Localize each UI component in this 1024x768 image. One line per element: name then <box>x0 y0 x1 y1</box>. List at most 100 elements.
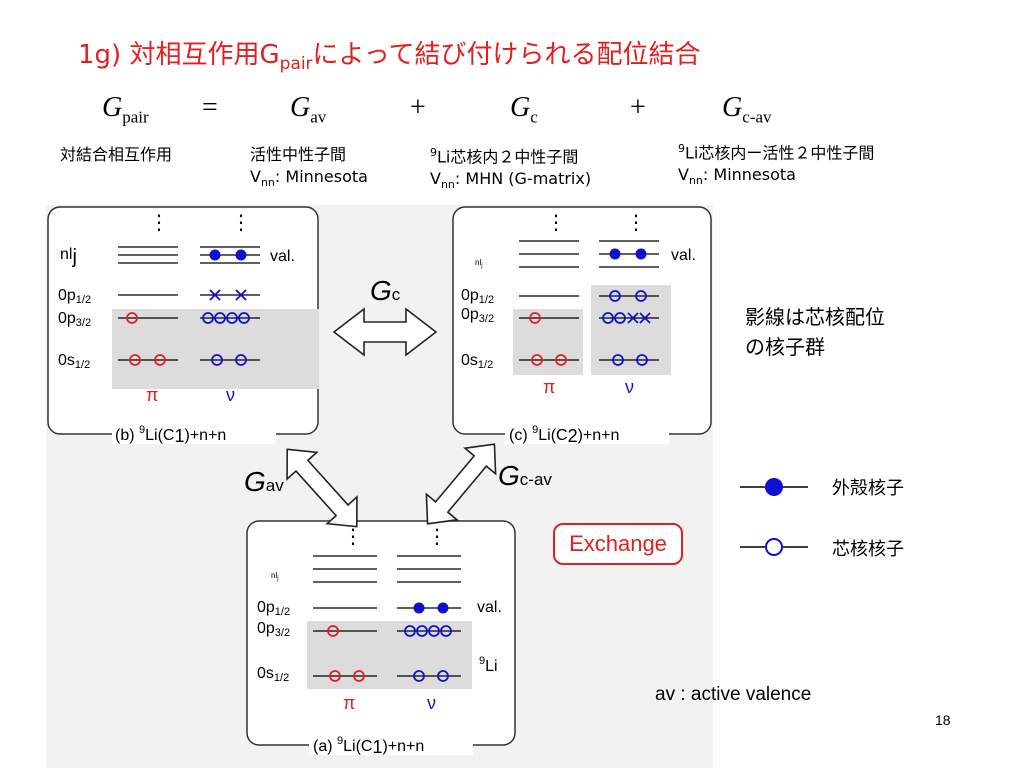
eq-symbol: G <box>102 92 123 123</box>
panel-a: ⋮ ⋮ nlj 0p1/2 val. 0p3/2 0s1/2 9Li π ν (… <box>246 520 516 757</box>
label-val: val. <box>270 248 295 265</box>
eq-symbol: G <box>722 92 743 123</box>
v-symbol: V <box>678 165 689 185</box>
label-gcav: Gc-av <box>498 460 552 491</box>
desc-av-line1: 活性中性子間 <box>250 145 347 164</box>
core-shade-pi <box>513 309 583 375</box>
label-pi: π <box>146 385 158 405</box>
v-symbol: V <box>250 167 261 186</box>
arrow-gav <box>286 448 358 528</box>
label-0s12: 0s1/2 <box>257 665 289 684</box>
exchange-box: Exchange <box>553 523 683 565</box>
label-0s12: 0s1/2 <box>461 352 493 371</box>
arrow-gc <box>332 307 438 357</box>
shade-note: 影線は芯核配位 の核子群 <box>745 302 885 362</box>
label-nu: ν <box>427 693 436 713</box>
desc-sup: 9 <box>430 146 437 159</box>
valence-neutron <box>437 602 449 614</box>
eq-symbol: G <box>290 92 311 123</box>
label-0p12: 0p1/2 <box>257 599 290 618</box>
arrow-gcav <box>425 443 497 525</box>
eq-subscript: c <box>530 107 538 127</box>
desc-pair: 対結合相互作用 <box>60 145 173 164</box>
title-subscript: pair <box>279 54 313 75</box>
v-text: : Minnesota <box>702 165 796 185</box>
label-0p12: 0p1/2 <box>58 287 91 306</box>
eq-plus-1: + <box>410 92 426 123</box>
v-subscript: nn <box>260 176 275 190</box>
label-0p32: 0p3/2 <box>461 306 494 325</box>
legend-valence-label: 外殻核子 <box>832 478 904 499</box>
label-0p32: 0p3/2 <box>58 310 91 329</box>
panel-c: ⋮ ⋮ nlj val. 0p1/2 0p3/2 0s1/2 π ν <box>452 206 712 446</box>
v-text: : Minnesota <box>274 167 368 186</box>
panel-a-caption: (a) 9Li(C1)+n+n <box>313 735 424 757</box>
dots-nu: ⋮ <box>626 212 646 234</box>
eq-symbol: G <box>510 92 531 123</box>
label-0s12: 0s1/2 <box>58 352 90 371</box>
core-shade <box>112 309 319 389</box>
upper-levels <box>118 246 260 264</box>
valence-neutron <box>235 249 247 261</box>
desc-av-line2: Vnn: Minnesota <box>250 166 368 194</box>
label-pi: π <box>543 377 555 397</box>
label-nu: ν <box>226 385 235 405</box>
legend-core-icon <box>765 538 783 556</box>
desc-cav-line1: 9Li芯核内ー活性２中性子間 <box>678 138 874 164</box>
panel-b-caption: (b) 9Li(C1)+n+n <box>115 424 226 446</box>
hole-crosses <box>209 289 247 301</box>
eq-g-c: Gc <box>510 92 538 128</box>
title-rest: によって結び付けられる配位結合 <box>312 40 701 70</box>
desc-sup: 9 <box>678 142 685 155</box>
label-nu: ν <box>625 377 634 397</box>
desc-c-line1: 9Li芯核内２中性子間 <box>430 142 591 168</box>
title-text: 1g) 対相互作用G <box>78 40 280 70</box>
eq-g-pair: Gpair <box>102 92 149 128</box>
legend-valence-icon <box>765 478 783 496</box>
v-subscript: nn <box>440 178 455 192</box>
dots-pi: ⋮ <box>343 526 363 548</box>
label-nlj: nlj <box>271 571 279 582</box>
shade-note-line1: 影線は芯核配位 <box>745 305 885 329</box>
label-nlj: nlj <box>60 246 77 268</box>
v-subscript: nn <box>688 174 703 188</box>
panel-b: ⋮ ⋮ nlj val. 0p1/2 0p3/2 0s1/2 π <box>47 206 319 446</box>
label-pi: π <box>343 693 355 713</box>
eq-subscript: c-av <box>742 107 772 127</box>
v-symbol: V <box>430 169 441 189</box>
desc-cav: 9Li芯核内ー活性２中性子間 Vnn: Minnesota <box>678 138 874 193</box>
slide-title: 1g) 対相互作用Gpairによって結び付けられる配位結合 <box>78 34 700 74</box>
core-shade-nu <box>591 285 671 375</box>
valence-neutron <box>635 248 647 260</box>
eq-g-cav: Gc-av <box>722 92 772 128</box>
eq-plus-2: + <box>630 92 646 123</box>
label-val: val. <box>671 247 696 264</box>
valence-neutron <box>209 249 221 261</box>
label-0p12: 0p1/2 <box>461 287 494 306</box>
dots-pi: ⋮ <box>546 212 566 234</box>
core-shade <box>307 621 472 689</box>
eq-equals: = <box>202 92 218 123</box>
dots-pi: ⋮ <box>149 212 169 234</box>
label-nlj: nlj <box>475 258 483 269</box>
label-9li: 9Li <box>479 655 498 675</box>
panel-c-caption: (c) 9Li(C2)+n+n <box>509 424 619 446</box>
eq-subscript: pair <box>122 107 149 127</box>
label-val: val. <box>477 599 502 616</box>
footnote: av : active valence <box>655 684 812 705</box>
dots-nu: ⋮ <box>231 212 251 234</box>
valence-neutron <box>413 602 425 614</box>
shade-note-line2: の核子群 <box>745 335 825 359</box>
eq-subscript: av <box>310 107 327 127</box>
desc-cav-line2: Vnn: Minnesota <box>678 164 874 192</box>
label-gav: Gav <box>244 466 284 497</box>
v-text: : MHN (G-matrix) <box>454 169 592 189</box>
eq-g-av: Gav <box>290 92 326 128</box>
dots-nu: ⋮ <box>427 526 447 548</box>
valence-neutron <box>609 248 621 260</box>
label-0p32: 0p3/2 <box>257 620 290 639</box>
page-number: 18 <box>935 712 951 728</box>
desc-av: 活性中性子間 Vnn: Minnesota <box>250 144 368 194</box>
desc-text: Li芯核内ー活性２中性子間 <box>685 143 875 163</box>
